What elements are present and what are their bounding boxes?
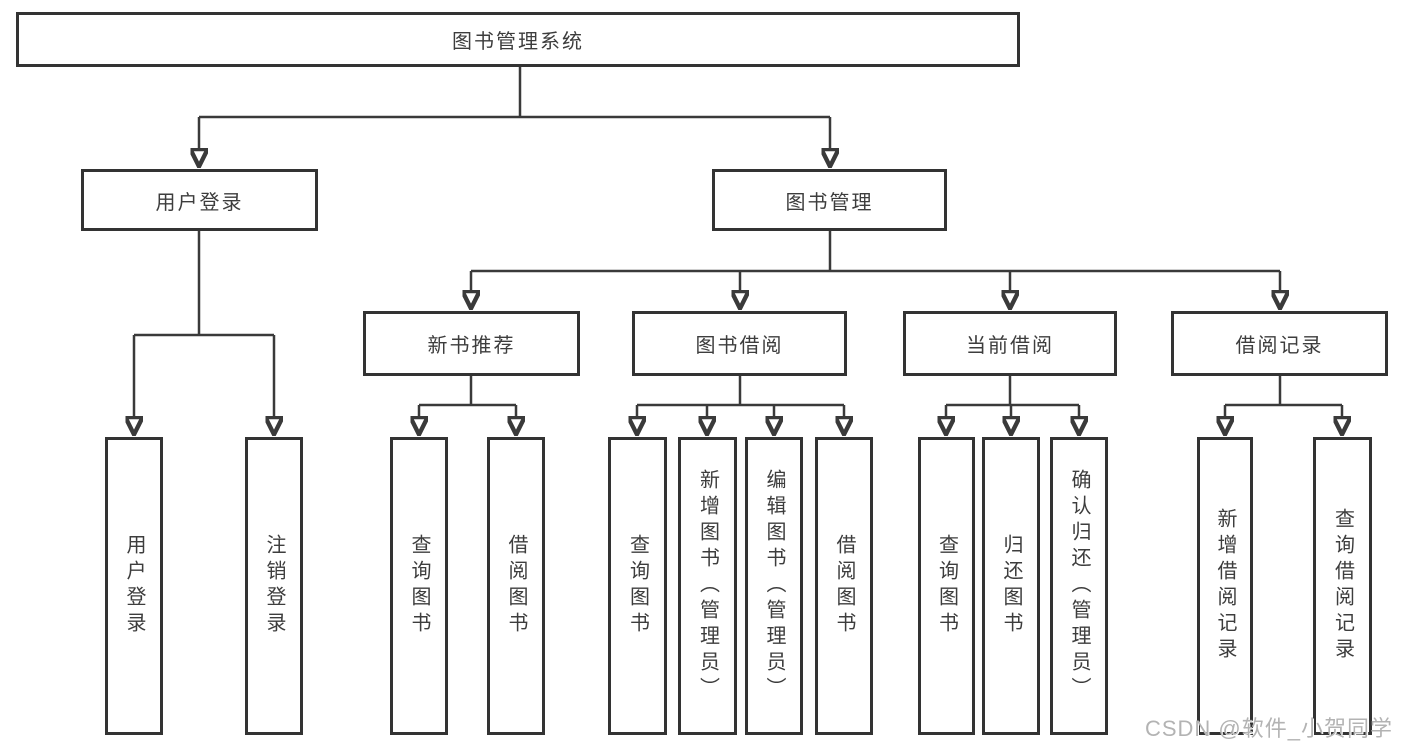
- node-user-login: 用户登录: [81, 169, 318, 231]
- node-label: 注销登录: [263, 534, 285, 638]
- node-label: 借阅记录: [1235, 335, 1324, 357]
- node-label: 图书管理: [785, 191, 874, 214]
- leaf-borrow-books-1: 借阅图书: [487, 437, 545, 735]
- edge-user-login-trunk: [134, 231, 274, 337]
- node-new-book-recommend: 新书推荐: [363, 311, 580, 376]
- leaf-edit-books-admin: 编辑图书（管理员）: [745, 437, 803, 735]
- leaf-logout: 注销登录: [245, 437, 303, 735]
- node-label: 借阅图书: [833, 534, 855, 638]
- leaf-borrow-books-2: 借阅图书: [815, 437, 873, 735]
- leaf-add-books-admin: 新增图书（管理员）: [678, 437, 737, 735]
- node-label: 图书借阅: [695, 335, 784, 357]
- edge-book-borrow-trunk: [637, 376, 844, 407]
- node-label: 查询借阅记录: [1331, 508, 1354, 664]
- node-label: 用户登录: [123, 534, 145, 638]
- leaf-query-books-2: 查询图书: [608, 437, 667, 735]
- node-book-borrowing: 图书借阅: [632, 311, 847, 376]
- node-label: 查询图书: [626, 534, 649, 638]
- node-label: 查询图书: [935, 534, 958, 638]
- leaf-add-borrow-record: 新增借阅记录: [1197, 437, 1253, 735]
- edge-current-borrow-trunk: [946, 376, 1079, 407]
- node-current-borrowing: 当前借阅: [903, 311, 1117, 376]
- leaf-query-books-3: 查询图书: [918, 437, 975, 735]
- node-label: 归还图书: [1000, 534, 1022, 638]
- edge-borrow-records-trunk: [1225, 376, 1342, 407]
- node-label: 当前借阅: [966, 335, 1054, 357]
- csdn-watermark: CSDN @软件_小贺同学: [1144, 716, 1393, 741]
- node-label: 用户登录: [155, 191, 244, 214]
- leaf-query-books-1: 查询图书: [390, 437, 448, 735]
- node-label: 编辑图书（管理员）: [763, 469, 785, 703]
- edge-root-trunk: [199, 67, 830, 119]
- leaf-query-borrow-record: 查询借阅记录: [1313, 437, 1372, 735]
- node-label: 新增借阅记录: [1214, 508, 1236, 664]
- edge-new-book-rec-trunk: [419, 376, 516, 407]
- node-label: 确认归还（管理员）: [1068, 469, 1090, 703]
- leaf-confirm-return-admin: 确认归还（管理员）: [1050, 437, 1108, 735]
- leaf-user-login: 用户登录: [105, 437, 163, 735]
- leaf-return-books: 归还图书: [982, 437, 1040, 735]
- node-label: 新书推荐: [427, 335, 516, 357]
- node-label: 借阅图书: [505, 534, 527, 638]
- node-book-management: 图书管理: [712, 169, 947, 231]
- edge-book-mgmt-trunk: [471, 231, 1280, 273]
- node-borrowing-records: 借阅记录: [1171, 311, 1388, 376]
- node-library-system: 图书管理系统: [16, 12, 1020, 67]
- node-label: 查询图书: [408, 534, 430, 638]
- node-label: 新增图书（管理员）: [696, 469, 719, 703]
- node-label: 图书管理系统: [452, 31, 584, 53]
